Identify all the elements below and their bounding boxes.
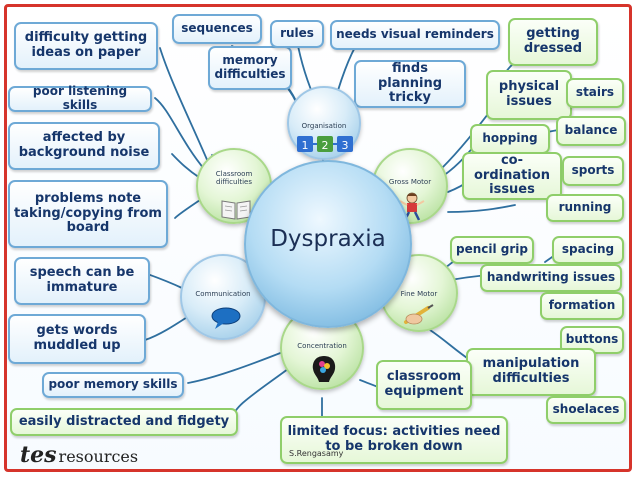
- node-shoelaces: shoelaces: [546, 396, 626, 424]
- node-planning-tricky: finds planning tricky: [354, 60, 466, 108]
- node-difficulty-getting-ideas: difficulty getting ideas on paper: [14, 22, 158, 70]
- node-pencil-grip: pencil grip: [450, 236, 534, 264]
- node-poor-listening: poor listening skills: [8, 84, 152, 112]
- node-formation: formation: [540, 292, 624, 320]
- svg-text:2: 2: [322, 139, 329, 152]
- node-limited-focus: limited focus: activities need to be bro…: [280, 416, 508, 464]
- node-memory-difficulties: memory difficulties: [208, 46, 292, 90]
- logo-tes: tes: [20, 442, 57, 468]
- node-speech-immature: speech can be immature: [14, 257, 150, 305]
- node-text: manipulation difficulties: [482, 356, 580, 386]
- node-text: easily distracted and fidgety: [18, 413, 230, 429]
- node-text: needs visual reminders: [336, 27, 494, 42]
- node-words-muddled: gets words muddled up: [8, 314, 146, 364]
- node-text: spacing: [561, 242, 615, 257]
- node-text: problems note taking/copying from board: [14, 190, 162, 236]
- node-note-taking: problems note taking/copying from board: [8, 180, 168, 248]
- hand-pencil-icon: [404, 304, 434, 325]
- node-text: classroom equipment: [384, 369, 464, 399]
- category-label: Organisation: [301, 122, 347, 130]
- category-label: Concentration: [297, 342, 347, 350]
- node-coordination-issues: co-ordination issues: [462, 152, 562, 200]
- node-visual-reminders: needs visual reminders: [330, 20, 500, 50]
- node-text: buttons: [565, 332, 619, 347]
- node-text: rules: [280, 26, 314, 41]
- node-classroom-equipment: classroom equipment: [376, 360, 472, 410]
- central-topic: Dyspraxia: [244, 160, 412, 328]
- node-running: running: [546, 194, 624, 222]
- author-credit: S.Rengasamy: [289, 449, 344, 458]
- node-handwriting-issues: handwriting issues: [480, 264, 622, 292]
- node-physical-issues: physical issues: [486, 70, 572, 120]
- brain-head-icon: [312, 356, 336, 382]
- node-text: balance: [564, 123, 618, 138]
- node-getting-dressed: getting dressed: [508, 18, 598, 66]
- node-text: running: [558, 200, 612, 215]
- sequence-icon: 1 2 3: [297, 136, 353, 152]
- category-label: Communication: [195, 290, 251, 298]
- category-label: Gross Motor: [388, 178, 432, 186]
- node-text: gets words muddled up: [33, 323, 121, 353]
- node-text: memory difficulties: [214, 53, 286, 81]
- node-sequences: sequences: [172, 14, 262, 44]
- node-text: physical issues: [498, 79, 560, 109]
- node-text: hopping: [482, 131, 538, 146]
- node-affected-by-noise: affected by background noise: [8, 122, 160, 170]
- node-text: affected by background noise: [18, 130, 150, 160]
- logo-resources: resources: [58, 447, 139, 466]
- node-text: difficulty getting ideas on paper: [24, 30, 148, 60]
- node-text: pencil grip: [456, 242, 528, 257]
- node-sports: sports: [562, 156, 624, 186]
- node-text: shoelaces: [552, 402, 620, 417]
- node-text: formation: [548, 298, 616, 313]
- node-spacing: spacing: [552, 236, 624, 264]
- node-poor-memory: poor memory skills: [42, 372, 184, 398]
- node-text: co-ordination issues: [474, 152, 550, 198]
- node-manipulation-difficulties: manipulation difficulties: [466, 348, 596, 396]
- node-text: speech can be immature: [29, 265, 135, 295]
- node-rules: rules: [270, 20, 324, 48]
- node-text: poor listening skills: [32, 84, 128, 112]
- book-icon: [221, 200, 251, 220]
- central-topic-title: Dyspraxia: [270, 226, 386, 252]
- svg-text:3: 3: [342, 139, 349, 152]
- node-text: sports: [571, 163, 615, 178]
- node-text: finds planning tricky: [377, 60, 443, 106]
- category-label: Classroom difficulties: [215, 170, 253, 187]
- speech-bubble-icon: [211, 307, 241, 329]
- node-stairs: stairs: [566, 78, 624, 108]
- category-organisation: Organisation 1 2 3: [287, 86, 361, 160]
- node-text: limited focus: activities need to be bro…: [287, 424, 501, 454]
- node-hopping: hopping: [470, 124, 550, 154]
- node-text: stairs: [575, 85, 615, 100]
- node-text: handwriting issues: [486, 270, 616, 285]
- category-label: Fine Motor: [400, 290, 438, 298]
- node-balance: balance: [556, 116, 626, 146]
- node-text: poor memory skills: [48, 377, 178, 392]
- node-easily-distracted: easily distracted and fidgety: [10, 408, 238, 436]
- node-text: sequences: [181, 21, 253, 36]
- node-text: getting dressed: [523, 26, 583, 56]
- svg-text:1: 1: [302, 139, 309, 152]
